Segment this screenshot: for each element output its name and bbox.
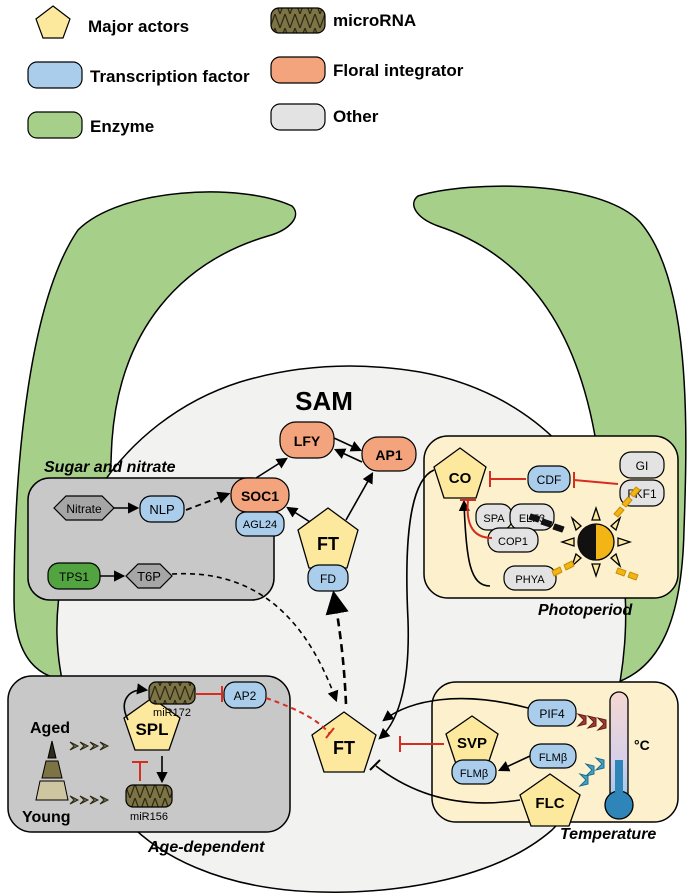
temperature-panel-title: Temperature — [560, 826, 656, 843]
co-label: CO — [449, 470, 472, 487]
gi-label: GI — [636, 459, 649, 473]
mir172-node — [148, 681, 196, 705]
ft-center-label: FT — [333, 738, 355, 758]
ap2-node — [223, 681, 267, 709]
age-panel-title: Age-dependent — [147, 839, 265, 856]
nitrate-label: Nitrate — [66, 502, 102, 516]
spl-node — [123, 697, 181, 751]
sun-icon — [559, 505, 633, 579]
ap1-label: AP1 — [375, 447, 402, 463]
mir156-label: miR156 — [130, 811, 168, 823]
connectors — [100, 437, 531, 804]
flmb-label: FLMβ — [539, 752, 567, 764]
gi-node — [619, 451, 665, 479]
age-dependent-panel — [7, 675, 291, 833]
cdf-node — [527, 465, 571, 493]
pif4-node — [527, 699, 577, 727]
t6p-node — [125, 563, 173, 589]
nlp-label: NLP — [149, 502, 174, 517]
svp-label: SVP — [457, 735, 487, 752]
age-pyramid-icon — [35, 740, 69, 801]
ap1-node — [361, 436, 417, 472]
legend-other-swatch — [270, 103, 326, 131]
legend-microrna-label: microRNA — [333, 11, 416, 30]
cop1-label: COP1 — [498, 536, 528, 548]
legend-enzyme-swatch — [27, 111, 83, 139]
flc-node — [519, 773, 581, 827]
pif4-label: PIF4 — [539, 707, 565, 721]
aged-label: Aged — [30, 720, 70, 737]
agl24-node — [235, 511, 285, 537]
legend: Major actors microRNA Transcription fact… — [27, 5, 464, 139]
legend-major-actor-swatch — [35, 5, 71, 39]
mir172-label: miR172 — [153, 707, 191, 719]
temperature-signal-chevrons — [576, 713, 607, 787]
co-node — [433, 447, 487, 499]
legend-floral-integrator-label: Floral integrator — [333, 61, 464, 80]
legend-transcription-factor-label: Transcription factor — [90, 67, 250, 86]
ft-top-label: FT — [317, 534, 339, 554]
sugar-panel-title: Sugar and nitrate — [44, 459, 176, 476]
young-label: Young — [22, 809, 71, 826]
ft-center-node — [311, 711, 377, 773]
photoperiod-panel-title: Photoperiod — [538, 602, 633, 619]
light-signal-chevrons — [528, 486, 641, 581]
cdf-label: CDF — [537, 473, 562, 487]
cop1-node — [487, 527, 539, 553]
celsius-unit: °C — [634, 737, 650, 753]
legend-major-actors-label: Major actors — [88, 17, 189, 36]
phya-node — [503, 565, 557, 591]
mir156-node — [125, 784, 173, 808]
legend-other-label: Other — [333, 107, 379, 126]
phya-label: PHYA — [515, 574, 545, 586]
soc1-label: SOC1 — [241, 488, 279, 504]
flmb-svp-node — [451, 759, 497, 785]
ap2-label: AP2 — [234, 689, 257, 703]
nlp-node — [139, 495, 185, 523]
sam-title: SAM — [295, 386, 353, 416]
legend-enzyme-label: Enzyme — [90, 117, 154, 136]
fd-label: FD — [320, 572, 336, 586]
t6p-label: T6P — [137, 569, 161, 584]
legend-floral-integrator-swatch — [270, 56, 326, 84]
lfy-node — [279, 421, 335, 459]
flmb-svp-label: FLMβ — [460, 768, 488, 780]
lfy-label: LFY — [294, 433, 321, 449]
age-signal-chevrons — [69, 741, 110, 805]
spl-label: SPL — [135, 720, 168, 739]
flc-label: FLC — [535, 795, 564, 812]
legend-tf-swatch — [27, 61, 83, 89]
spa-label: SPA — [483, 513, 505, 525]
agl24-label: AGL24 — [243, 519, 277, 531]
thermometer-icon — [604, 691, 634, 820]
inhibition-connectors — [132, 471, 619, 781]
flc-inhibition-bar — [369, 759, 381, 771]
tps1-label: TPS1 — [59, 570, 89, 584]
legend-microrna-swatch — [270, 7, 326, 34]
